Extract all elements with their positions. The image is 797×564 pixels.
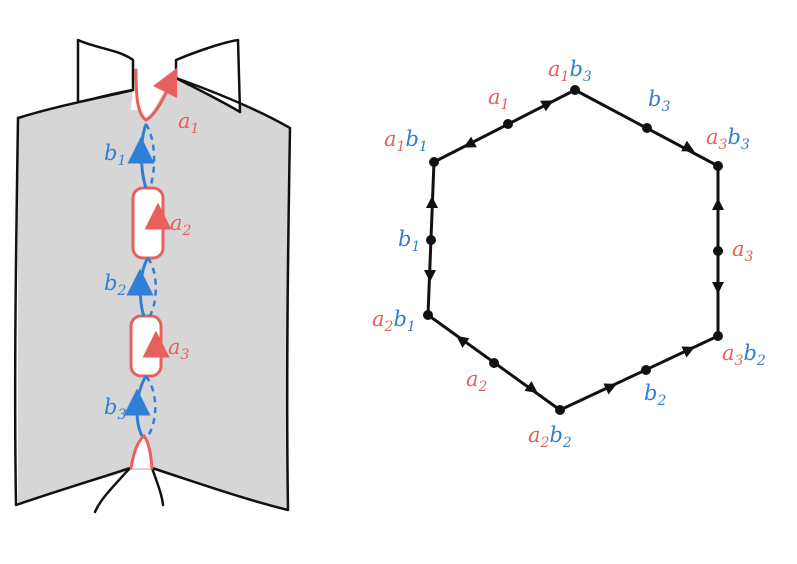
arrow-a2-lower: [524, 381, 538, 394]
label-a1: a1: [178, 109, 199, 137]
vertex-label-a2b2: a2b2: [528, 423, 572, 451]
vertex-label-a2b1: a2b1: [372, 307, 416, 335]
edge-label-a2: a2: [466, 367, 488, 395]
edge-dot-b2: [641, 365, 651, 375]
arrow-b1-edge-down: [424, 270, 436, 282]
arrow-a3-edge-down: [712, 282, 724, 294]
arrow-b2-edge: [681, 346, 695, 358]
edge-label-a3: a3: [732, 237, 754, 265]
vertex-label-a3b3: a3b3: [706, 125, 750, 153]
vertex-a1b3: [570, 85, 580, 95]
edge-dot-b3: [642, 123, 652, 133]
back-flap-right: [174, 38, 242, 114]
vertex-label-a1b3: a1b3a1b3: [548, 57, 592, 85]
edge-dot-b1: [426, 235, 436, 245]
edge-arrows: [424, 100, 724, 395]
edge-label-b1: b1: [398, 227, 420, 255]
surface-core: [130, 110, 158, 470]
vertex-a1b1: [429, 157, 439, 167]
arrow-a2-edge: [456, 335, 470, 348]
vertex-a2b2: [555, 405, 565, 415]
edge-label-a1: a1: [488, 85, 509, 113]
curve-a1-arrow: [152, 67, 178, 99]
edge-label-b2: b2: [644, 381, 666, 409]
edge-dot-a3: [713, 246, 723, 256]
arrow-a3-edge-up: [712, 198, 724, 210]
vertex-a3b3: [713, 161, 723, 171]
vertex-label-a1b1: a1b1: [384, 127, 428, 155]
vertex-a2b1: [423, 310, 433, 320]
edge-dot-a2: [489, 358, 499, 368]
arrow-a1-edge: [540, 100, 554, 112]
label-a3: a3: [168, 335, 190, 363]
edge-dot-a1: [503, 119, 513, 129]
edge-label-b3: b3: [648, 87, 670, 115]
label-a2: a2: [170, 211, 192, 239]
arrow-a1-lower: [463, 136, 477, 148]
vertex-label-a3b2: a3b2: [722, 341, 766, 369]
curve-b3-back: [144, 375, 157, 437]
curve-bottom-cuff: [129, 433, 154, 470]
arrow-b1-edge-up: [426, 196, 438, 208]
curve-b2-back: [146, 257, 157, 317]
surface-drawing: a1 b1 a2 b2 a3 b3: [13, 38, 292, 514]
hexagon-diagram: a1b3a1b3 a3b3 a3b2 a2b2 a2b1 a1b1 b3 a3 …: [372, 57, 766, 451]
vertex-a3b2: [713, 331, 723, 341]
arrow-b3-edge: [681, 140, 695, 152]
label-b3: b3: [104, 395, 126, 423]
curve-b1-back: [144, 123, 156, 189]
label-b2: b2: [104, 271, 126, 299]
label-b1: b1: [104, 141, 126, 169]
arrow-b2-lower: [603, 383, 617, 395]
